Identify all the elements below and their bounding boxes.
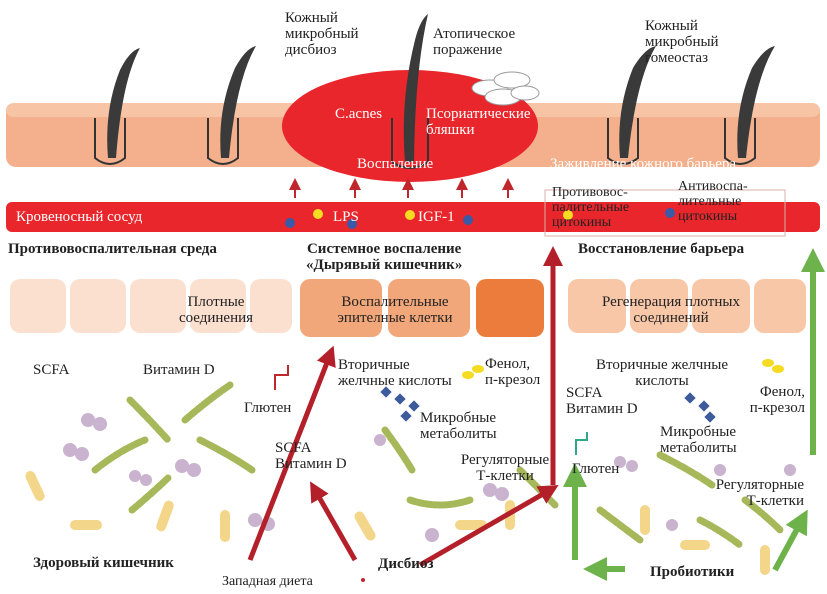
dysbiosis-label: Дисбиоз [378,556,433,572]
heading-anti-inflammatory-environment: Противовоспалительная среда [8,241,217,257]
phenol-label-right: Фенол, п-крезол [730,384,805,416]
inflammation-label: Воспаление [357,156,433,172]
western-diet-marker [361,578,365,582]
anti-inflammatory-cytokines-right: Антивоспа- лительные цитокины [678,179,748,224]
lps-label: LPS [333,209,359,225]
microbial-metabolites-center: Микробные метаболиты [420,410,497,442]
epithelial-cell-center-3 [476,279,544,337]
inflammatory-epithelial-label: Воспалительные эпителные клетки [330,294,460,326]
scfa-vitamin-d-right: SCFA Витамин D [566,385,638,417]
healthy-gut-label: Здоровый кишечник [33,555,174,571]
probiotics-label: Пробиотики [650,564,734,580]
scfa-vitamin-d-center: SCFA Витамин D [275,440,347,472]
skin-barrier-healing-label: Заживление кожного барьера [550,156,736,172]
tight-junction-regeneration-label: Регенерация плотных соединений [586,294,756,326]
western-diet-label: Западная диета [222,574,313,590]
heading-barrier-restoration: Восстановление барьера [578,241,744,257]
igf-label: IGF-1 [418,209,455,225]
phenol-label-center: Фенол, п-крезол [485,356,540,388]
atopic-lesion-label: Атопическое поражение [433,26,515,58]
heading-systemic-inflammation: Системное воспаление «Дырявый кишечник» [306,241,462,273]
skin-dysbiosis-label: Кожный микробный дисбиоз [285,10,359,58]
arrow-red-to-treg [420,490,550,565]
gluten-line-center [275,365,288,390]
gluten-line-right [576,432,587,455]
vitamin-d-label: Витамин D [143,362,215,378]
regulatory-t-cells-center: Регуляторные Т-клетки [453,452,557,484]
secondary-bile-acids-center: Вторичные желчные кислоты [338,357,452,389]
scfa-label: SCFA [33,362,69,378]
gluten-label-center: Глютен [244,400,291,416]
small-red-arrows [295,184,508,198]
anti-inflammatory-cytokines-left: Противовос- палительные цитокины [552,185,629,230]
skin-homeostasis-label: Кожный микробный гомеостаз [645,18,719,66]
microbial-metabolites-right: Микробные метаболиты [660,424,737,456]
blood-vessel-label: Кровеносный сосуд [16,209,142,225]
tight-junctions-label: Плотные соединения [168,294,264,326]
arrow-red-to-scfa [315,490,355,560]
cacnes-label: C.acnes [335,106,382,122]
regulatory-t-cells-right: Регуляторные Т-клетки [700,477,804,509]
gluten-label-right: Глютен [572,461,619,477]
psoriatic-plaques-label: Псориатические бляшки [426,106,531,138]
